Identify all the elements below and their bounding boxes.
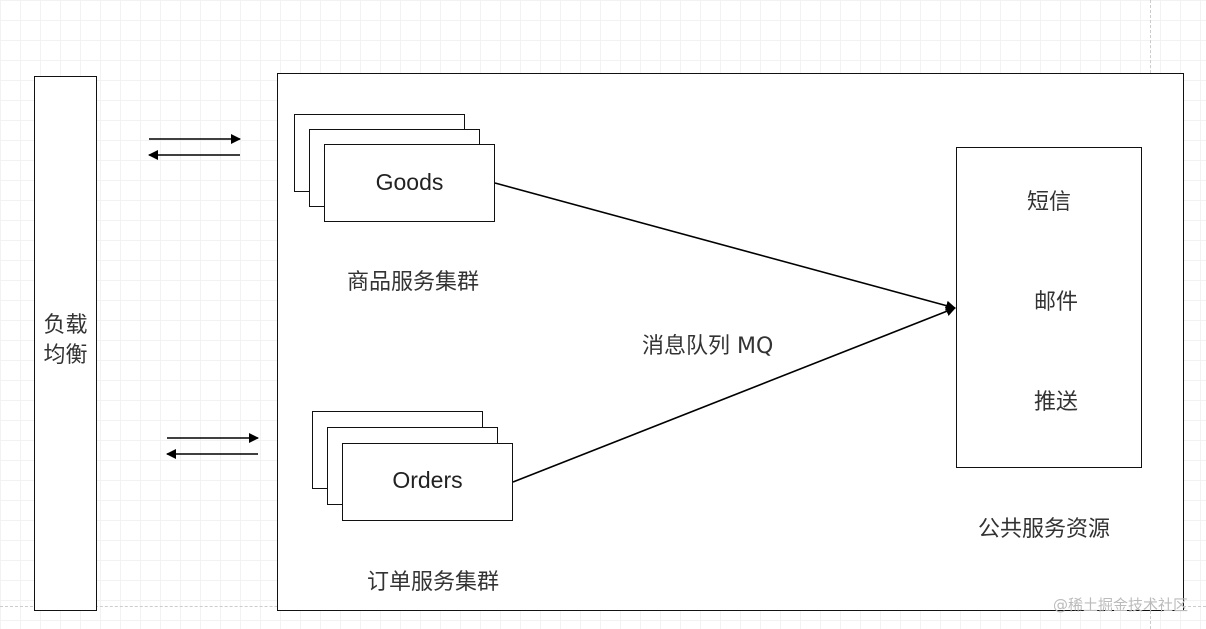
public-services-box[interactable]: [956, 147, 1142, 468]
goods-node[interactable]: [324, 144, 495, 222]
orders-cluster-caption: 订单服务集群: [367, 570, 500, 595]
public-services-caption: 公共服务资源: [978, 517, 1111, 542]
load-balancer-label: 负载 均衡: [34, 311, 97, 371]
load-balancer-label-line1: 负载: [43, 313, 88, 338]
orders-node-label: Orders: [392, 467, 463, 493]
public-service-sms: 短信: [1027, 190, 1072, 215]
public-service-push: 推送: [1034, 390, 1079, 415]
load-balancer-label-line2: 均衡: [43, 343, 88, 368]
arrow-goods-to-public: [494, 182, 956, 311]
load-balancer-box[interactable]: [34, 76, 97, 611]
public-service-email: 邮件: [1034, 290, 1079, 315]
goods-cluster-caption: 商品服务集群: [347, 270, 480, 295]
orders-node[interactable]: [342, 443, 513, 521]
watermark: @稀土掘金技术社区: [1052, 596, 1188, 614]
arrow-orders-to-public: [512, 306, 956, 483]
goods-node-label: Goods: [375, 169, 444, 195]
message-queue-label: 消息队列 MQ: [642, 334, 774, 359]
